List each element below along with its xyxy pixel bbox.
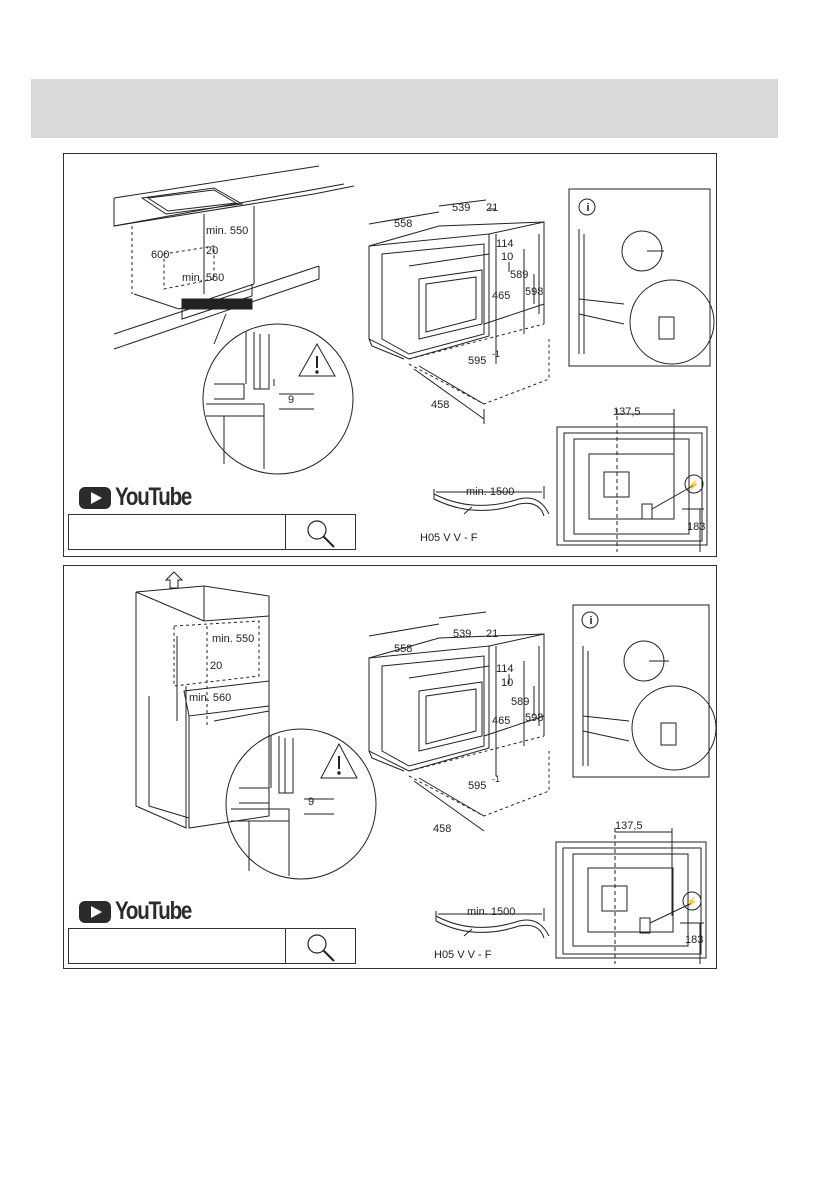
oven-width-tolerance: -1 — [492, 774, 500, 784]
oven-front-height-label: 465 — [492, 715, 510, 727]
magnifier-icon — [286, 929, 355, 963]
oven-top-label: 114 — [496, 238, 514, 250]
magnifier-icon — [286, 515, 355, 549]
cable-length-label: min. 1500 — [466, 486, 514, 498]
electric-icon: ⚡ — [688, 479, 699, 491]
youtube-search-button[interactable] — [286, 515, 355, 549]
cable-connection-box — [569, 189, 714, 366]
oven-depth-label: 539 — [453, 628, 471, 640]
header-bar — [31, 79, 778, 138]
tall-cabinet-drawing — [136, 586, 269, 828]
play-icon — [79, 487, 111, 509]
youtube-search-button[interactable] — [286, 929, 355, 963]
niche-depth-label: min. 560 — [182, 272, 224, 284]
youtube-search-bar[interactable] — [68, 928, 356, 964]
rear-view-drawing — [557, 409, 707, 552]
oven-door-label: 21 — [486, 202, 498, 214]
svg-text:i: i — [586, 202, 589, 214]
arrow-up-icon — [166, 572, 182, 588]
detail-gap-label: 9 — [308, 796, 314, 808]
oven-width-label: 595 — [468, 780, 486, 792]
electric-icon: ⚡ — [686, 896, 697, 908]
cable-length-label: min. 1500 — [467, 906, 515, 918]
niche-depth-label: min. 560 — [189, 692, 231, 704]
niche-gap-label: 20 — [210, 660, 222, 672]
niche-width-label: min. 550 — [212, 633, 254, 645]
oven-depth-label: 539 — [452, 202, 470, 214]
youtube-search-field[interactable] — [69, 515, 286, 549]
youtube-logo: YouTube — [79, 900, 191, 924]
youtube-search-field[interactable] — [69, 929, 286, 963]
rear-offset-label: 137,5 — [615, 820, 643, 832]
oven-height-label: 589 — [511, 696, 529, 708]
detail-gap-label: 9 — [288, 394, 294, 406]
oven-width-tolerance: -1 — [492, 349, 500, 359]
installation-panel-tall-unit: i ⚡ min. 550 20 min. 560 9 558 539 21 11… — [63, 565, 717, 969]
oven-top2-label: 10 — [501, 677, 513, 689]
niche-width-label: min. 550 — [206, 225, 248, 237]
play-icon — [79, 901, 111, 923]
oven-top2-label: 10 — [501, 251, 513, 263]
oven-total-height-label: 598 — [525, 286, 543, 298]
cable-connection-box — [573, 605, 716, 777]
cabinet-niche-drawing — [114, 166, 354, 349]
youtube-wordmark: YouTube — [115, 897, 191, 926]
oven-side-label: 558 — [394, 643, 412, 655]
youtube-logo: YouTube — [79, 486, 191, 510]
cable-type-label: H05 V V - F — [434, 949, 492, 961]
cable-type-label: H05 V V - F — [420, 532, 478, 544]
youtube-wordmark: YouTube — [115, 483, 191, 512]
detail-circle — [226, 729, 376, 879]
oven-side-label: 558 — [394, 218, 412, 230]
rear-offset-label: 137,5 — [613, 406, 641, 418]
socket-height-label: 183 — [687, 521, 705, 533]
oven-top-label: 114 — [496, 663, 514, 675]
installation-panel-under-hob: i ⚡ 600 min. 550 20 min. 560 9 558 539 2… — [63, 153, 717, 557]
oven-total-height-label: 598 — [525, 712, 543, 724]
oven-width-label: 595 — [468, 355, 486, 367]
detail-circle — [203, 324, 353, 474]
oven-drawing — [369, 222, 549, 404]
youtube-search-bar[interactable] — [68, 514, 356, 550]
oven-height-label: 589 — [510, 269, 528, 281]
oven-bottom-depth-label: 458 — [433, 823, 451, 835]
niche-gap-label: 20 — [206, 245, 218, 257]
oven-front-height-label: 465 — [492, 290, 510, 302]
oven-drawing — [369, 634, 549, 816]
niche-height-label: 600 — [151, 249, 169, 261]
rear-view-drawing — [556, 828, 706, 964]
oven-bottom-depth-label: 458 — [431, 399, 449, 411]
oven-door-label: 21 — [486, 628, 498, 640]
oven-dimension-lines — [369, 200, 539, 424]
socket-height-label: 183 — [685, 934, 703, 946]
svg-text:i: i — [589, 615, 592, 627]
